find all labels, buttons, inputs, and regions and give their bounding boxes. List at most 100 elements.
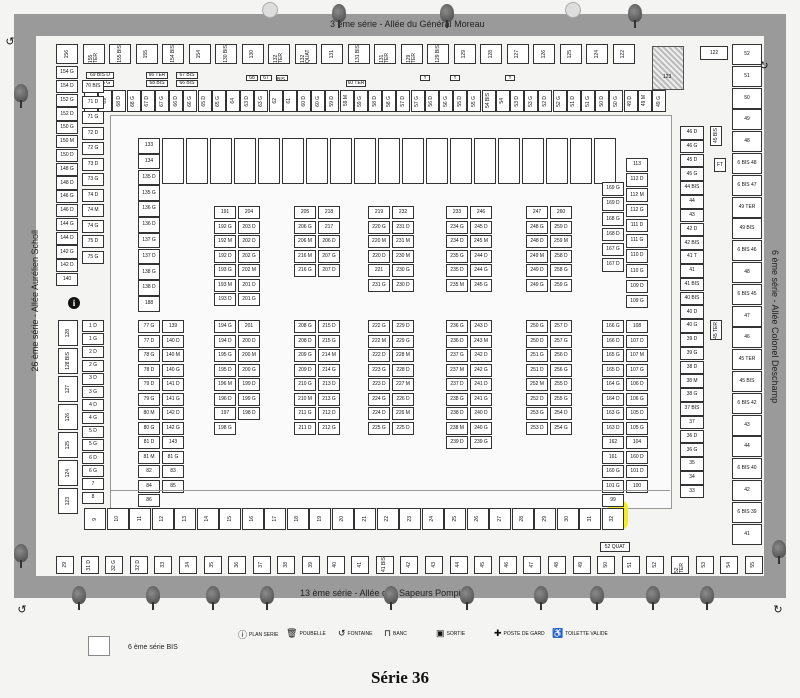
plot[interactable]: 198 G	[214, 421, 236, 435]
plot[interactable]: 108	[626, 320, 648, 333]
plot[interactable]: 136 D	[138, 217, 160, 233]
plot[interactable]: 217	[318, 220, 340, 234]
plot[interactable]: 196 D	[214, 392, 236, 406]
plot[interactable]: 38	[277, 556, 296, 574]
plot[interactable]: 200 M	[238, 349, 260, 362]
plot[interactable]: 53 D	[510, 90, 524, 112]
plot[interactable]: 40 BIS	[680, 291, 704, 306]
plot[interactable]: 220 M	[368, 235, 390, 248]
plot[interactable]: 257 G	[550, 334, 572, 348]
plot[interactable]: 211 G	[294, 407, 316, 420]
plot[interactable]: 213 G	[318, 392, 340, 406]
plot[interactable]: 32 G	[105, 556, 124, 574]
plot[interactable]	[186, 138, 208, 184]
plot[interactable]: 42	[732, 480, 762, 501]
plot[interactable]	[402, 138, 424, 184]
plot[interactable]: 42	[400, 556, 419, 574]
plot[interactable]: 229 G	[392, 334, 414, 348]
plot[interactable]	[594, 138, 616, 184]
plot[interactable]: 253 G	[526, 407, 548, 420]
plot[interactable]: 242 G	[470, 363, 492, 377]
plot[interactable]: 105 D	[626, 407, 648, 420]
plot[interactable]: 199 G	[238, 392, 260, 406]
plot[interactable]: 41	[351, 556, 370, 574]
plot[interactable]: 142 D	[162, 407, 184, 420]
plot[interactable]: 245 M	[470, 235, 492, 248]
plot[interactable]: 34	[680, 471, 704, 485]
plot[interactable]: 245 G	[470, 278, 492, 292]
plot[interactable]: 67 G	[155, 90, 169, 112]
plot[interactable]: 235 G	[446, 249, 468, 263]
plot[interactable]: 216 G	[294, 264, 316, 277]
plot[interactable]: 107 G	[626, 363, 648, 377]
plot[interactable]: 27	[489, 508, 511, 530]
plot[interactable]	[354, 138, 376, 184]
plot[interactable]: 252 D	[526, 392, 548, 406]
plot[interactable]: 194 D	[214, 334, 236, 348]
plot[interactable]: 229 D	[392, 320, 414, 333]
plot[interactable]: FT	[714, 158, 726, 172]
plot[interactable]: 58 G	[382, 90, 397, 112]
plot[interactable]: 38 D	[680, 360, 704, 375]
plot[interactable]: 56 G	[439, 90, 453, 112]
plot[interactable]: 240 D	[470, 407, 492, 420]
plot[interactable]: 4 D	[82, 399, 104, 412]
plot[interactable]: 109 D	[626, 279, 648, 294]
plot[interactable]	[426, 138, 448, 184]
plot[interactable]: 52	[732, 44, 762, 65]
plot[interactable]: 74 G	[82, 219, 104, 233]
plot[interactable]: 195 D	[214, 363, 236, 377]
plot[interactable]: 99	[602, 494, 624, 507]
plot[interactable]: 42 D	[680, 222, 704, 237]
plot[interactable]: 111 D	[626, 218, 648, 233]
plot[interactable]: 247	[526, 206, 548, 219]
plot[interactable]: 65 D	[197, 90, 212, 112]
plot[interactable]: 52 D	[538, 90, 553, 112]
plot[interactable]: 52	[646, 556, 665, 574]
plot[interactable]: 167 G	[602, 242, 624, 257]
plot[interactable]: 8	[82, 491, 104, 504]
plot[interactable]: 29	[534, 508, 556, 530]
plot[interactable]: 226 D	[392, 392, 414, 406]
plot[interactable]: 248 G	[526, 220, 548, 234]
plot[interactable]: 201 G	[238, 293, 260, 306]
plot[interactable]: 164 D	[602, 392, 624, 406]
plot[interactable]: 11	[129, 508, 151, 530]
plot[interactable]: 255 D	[550, 378, 572, 391]
plot[interactable]: 215 D	[318, 320, 340, 333]
plot[interactable]: 43	[732, 414, 762, 436]
plot[interactable]: 226 M	[392, 407, 414, 420]
plot[interactable]: 51	[621, 556, 640, 574]
plot[interactable]: 112 D	[626, 173, 648, 187]
plot[interactable]: 55	[744, 556, 763, 574]
plot[interactable]	[330, 138, 352, 184]
plot[interactable]: 49	[572, 556, 591, 574]
plot[interactable]: 20	[331, 508, 354, 530]
plot[interactable]: 48	[732, 131, 762, 153]
plot[interactable]: 249 M	[526, 249, 548, 263]
plot[interactable]: 51 G	[581, 90, 595, 112]
plot[interactable]: 37	[252, 556, 271, 574]
plot[interactable]: 241 D	[470, 378, 492, 391]
plot[interactable]: 63 D	[240, 90, 255, 112]
plot[interactable]: 81 G	[162, 450, 184, 464]
plot[interactable]: 148 G	[56, 162, 78, 176]
plot[interactable]: 44 BIS	[680, 181, 704, 195]
plot[interactable]: 194 G	[214, 320, 236, 333]
plot[interactable]: 46 D	[680, 126, 704, 140]
plot[interactable]: 253 D	[526, 421, 548, 435]
plot[interactable]	[450, 138, 472, 184]
plot[interactable]: 123	[58, 488, 78, 514]
plot[interactable]: 228 M	[392, 349, 414, 362]
plot[interactable]: 137 G	[138, 232, 160, 249]
plot[interactable]: 6 BIS 46	[732, 240, 762, 262]
plot[interactable]: 52 QUAT	[600, 542, 630, 552]
plot[interactable]: 100	[626, 479, 648, 493]
plot[interactable]	[210, 138, 232, 184]
plot[interactable]: 53	[695, 556, 714, 574]
plot[interactable]: 85	[162, 479, 184, 493]
plot[interactable]: 49 TER	[732, 196, 762, 218]
plot[interactable]: 45 G	[680, 167, 704, 181]
plot[interactable]: 30	[556, 508, 579, 530]
plot[interactable]	[474, 138, 496, 184]
